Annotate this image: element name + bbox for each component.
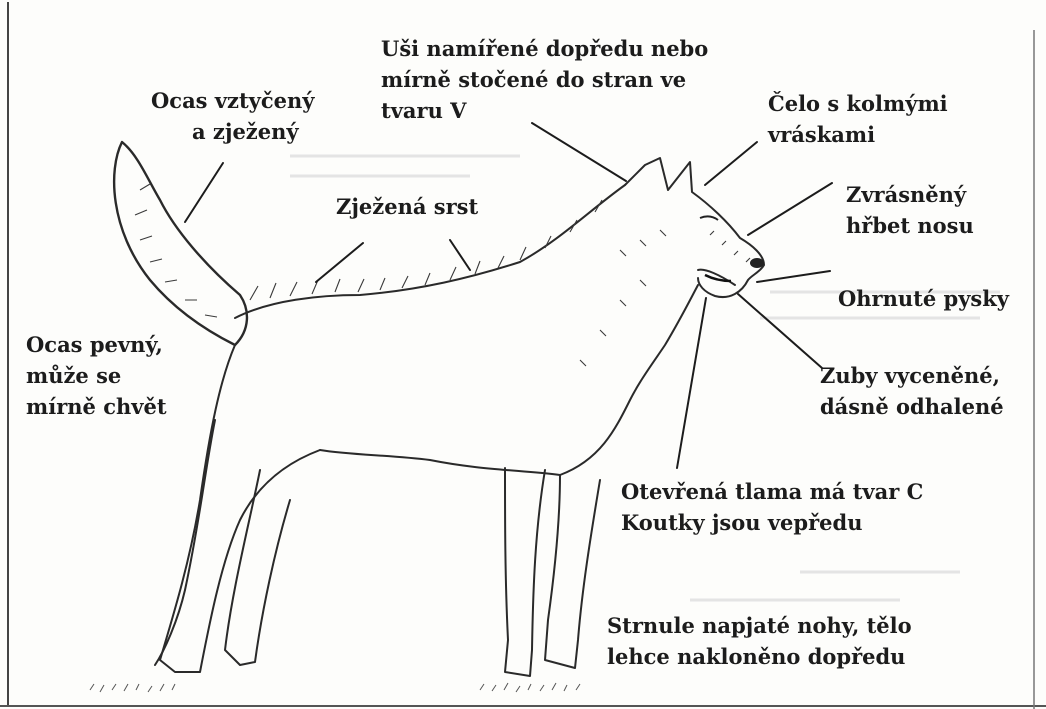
tail-stiff-label: Ocas pevný, může se mírně chvět <box>26 329 167 422</box>
teeth-label: Zuby vyceněné, dásně odhalené <box>820 360 1004 422</box>
forehead-line-1: Čelo s kolmými <box>768 88 948 119</box>
tail-stiff-line-1: Ocas pevný, <box>26 329 167 360</box>
legs-line-2: lehce nakloněno dopředu <box>607 641 912 672</box>
forehead-label: Čelo s kolmými vráskami <box>768 88 948 150</box>
nose-label: Zvrásněný hřbet nosu <box>846 179 974 241</box>
teeth-line-2: dásně odhalené <box>820 391 1004 422</box>
legs-line-1: Strnule napjaté nohy, tělo <box>607 610 912 641</box>
ears-line-1: Uši namířené dopředu nebo <box>381 33 708 64</box>
mouth-line-2: Koutky jsou vepředu <box>621 507 923 538</box>
leader-tail-raised <box>185 163 223 222</box>
forehead-line-2: vráskami <box>768 119 948 150</box>
hackles-label: Zježená srst <box>336 191 478 222</box>
mouth-label: Otevřená tlama má tvar C Koutky jsou vep… <box>621 476 923 538</box>
nose-line-1: Zvrásněný <box>846 179 974 210</box>
legs-label: Strnule napjaté nohy, tělo lehce nakloně… <box>607 610 912 672</box>
tail-raised-label: Ocas vztyčený a zježený <box>151 85 314 147</box>
ground-shading <box>90 683 580 692</box>
teeth-line-1: Zuby vyceněné, <box>820 360 1004 391</box>
ears-line-2: mírně stočené do stran ve <box>381 64 708 95</box>
leader-hackles-left <box>316 243 363 282</box>
tail-stiff-line-3: mírně chvět <box>26 391 167 422</box>
tail-raised-line-2: a zježený <box>151 116 314 147</box>
ears-label: Uši namířené dopředu nebo mírně stočené … <box>381 33 708 126</box>
nose-line-2: hřbet nosu <box>846 210 974 241</box>
leader-hackles-right <box>450 240 470 270</box>
mouth-line-1: Otevřená tlama má tvar C <box>621 476 923 507</box>
tail-raised-line-1: Ocas vztyčený <box>151 85 314 116</box>
lips-label: Ohrnuté pysky <box>838 283 1009 314</box>
ears-line-3: tvaru V <box>381 95 708 126</box>
leader-lips <box>757 271 830 282</box>
leader-lines <box>185 123 832 468</box>
leader-ears <box>532 123 626 181</box>
leader-nose <box>748 183 832 235</box>
leader-forehead <box>705 142 757 185</box>
lips-text: Ohrnuté pysky <box>838 283 1009 314</box>
leader-teeth <box>738 294 822 368</box>
tail-stiff-line-2: může se <box>26 360 167 391</box>
wolf-outline <box>114 142 764 676</box>
hackles-text: Zježená srst <box>336 191 478 222</box>
leader-mouth <box>677 298 706 468</box>
